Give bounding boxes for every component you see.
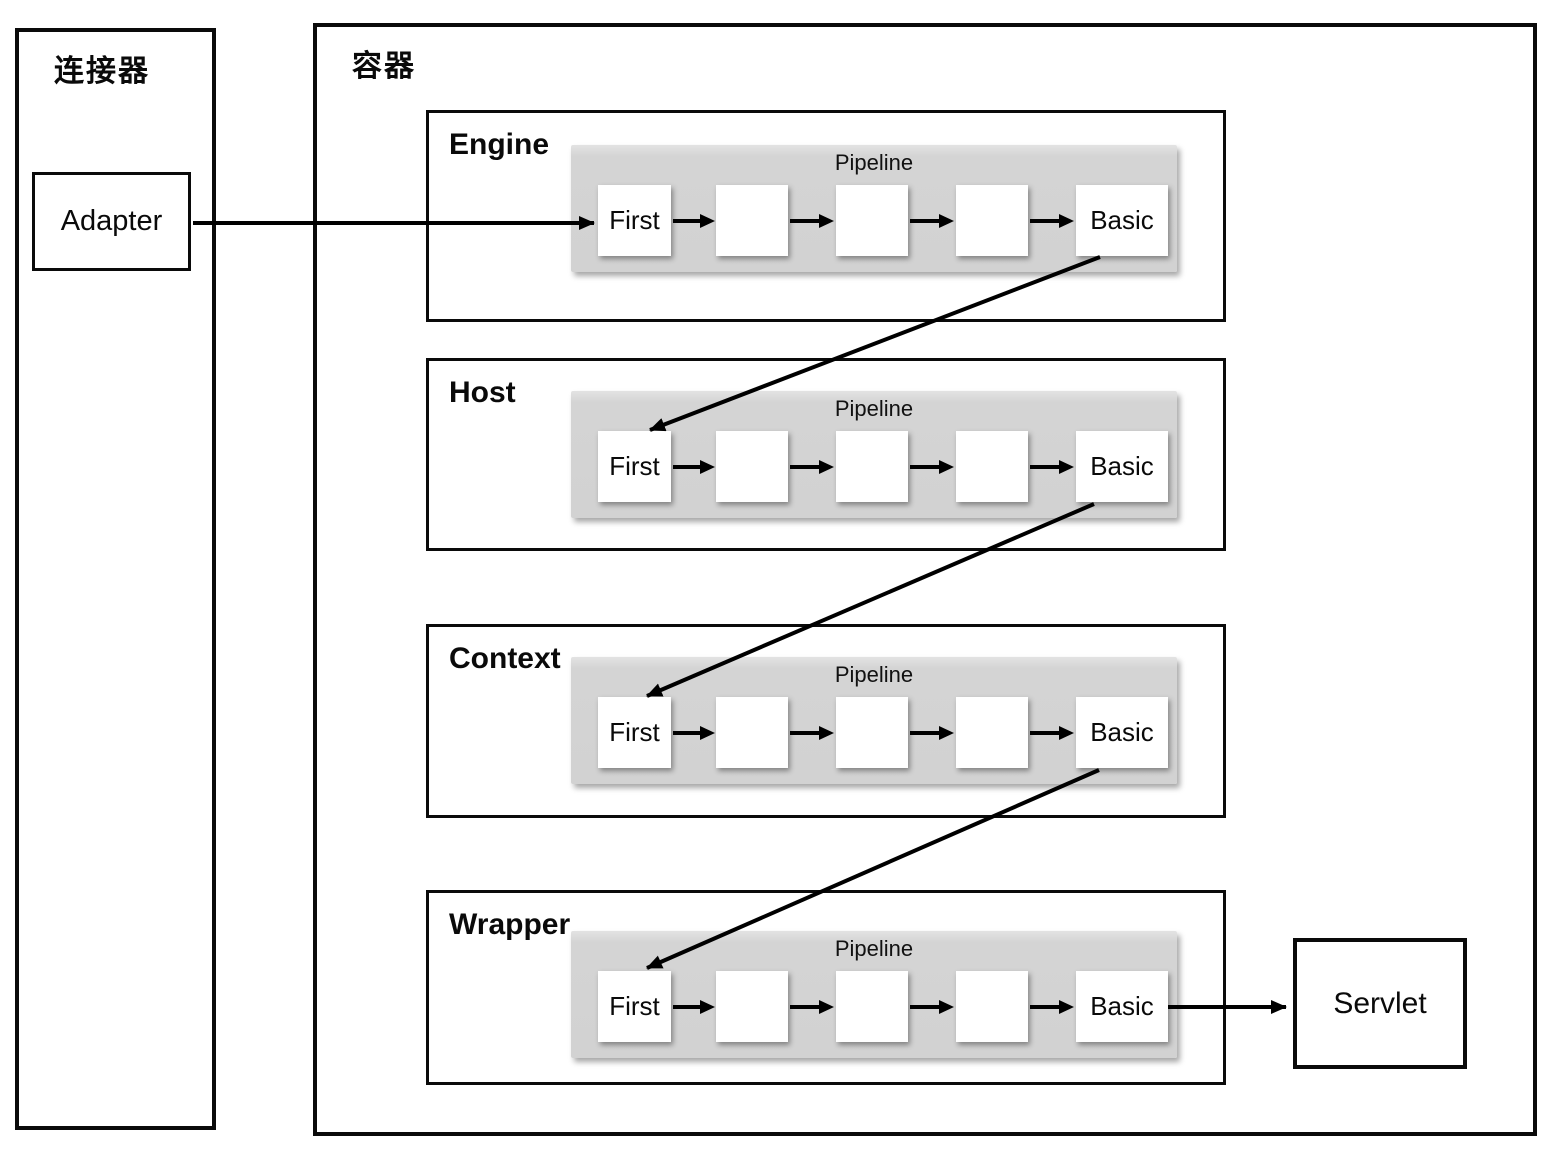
- valve-first: First: [598, 185, 671, 256]
- valve-basic: Basic: [1076, 971, 1168, 1042]
- valve-arrow: [673, 1000, 715, 1014]
- valve-first: First: [598, 431, 671, 502]
- pipeline-label: Pipeline: [834, 396, 914, 421]
- engine-box: Engine Pipeline First Basic: [426, 110, 1226, 322]
- valve-basic-label: Basic: [1090, 451, 1154, 481]
- valve-empty: [836, 431, 908, 502]
- valve-empty: [716, 185, 788, 256]
- valve-arrow: [1030, 726, 1074, 740]
- valve-basic-label: Basic: [1090, 717, 1154, 747]
- valve-arrow: [910, 726, 954, 740]
- valve-arrow: [790, 214, 834, 228]
- host-label: Host: [449, 376, 516, 409]
- valve-arrow: [1030, 214, 1074, 228]
- connector-label: 连接器: [54, 55, 150, 88]
- valve-first-label: First: [609, 991, 660, 1021]
- valve-basic-label: Basic: [1090, 991, 1154, 1021]
- pipeline-label: Pipeline: [834, 936, 914, 961]
- valve-arrow: [910, 460, 954, 474]
- wrapper-box: Wrapper Pipeline First Basic: [426, 890, 1226, 1085]
- host-box: Host Pipeline First Basic: [426, 358, 1226, 551]
- valve-empty: [956, 971, 1028, 1042]
- engine-pipeline-panel: Pipeline First Basic: [571, 145, 1177, 272]
- adapter-label: Adapter: [60, 205, 163, 237]
- valve-arrow: [790, 460, 834, 474]
- valve-basic: Basic: [1076, 185, 1168, 256]
- valve-arrow: [673, 726, 715, 740]
- valve-arrow: [673, 460, 715, 474]
- valve-empty: [716, 431, 788, 502]
- valve-arrow: [790, 726, 834, 740]
- valve-arrow: [910, 1000, 954, 1014]
- valve-basic-label: Basic: [1090, 205, 1154, 235]
- valve-empty: [956, 185, 1028, 256]
- servlet-label: Servlet: [1333, 986, 1427, 1020]
- valve-arrow: [673, 214, 715, 228]
- valve-first: First: [598, 971, 671, 1042]
- context-label: Context: [449, 642, 561, 675]
- valve-empty: [836, 971, 908, 1042]
- valve-arrow: [1030, 460, 1074, 474]
- valve-empty: [956, 431, 1028, 502]
- wrapper-pipeline-panel: Pipeline First Basic: [571, 931, 1177, 1058]
- valve-empty: [716, 971, 788, 1042]
- valve-empty: [836, 697, 908, 768]
- valve-empty: [956, 697, 1028, 768]
- pipeline-label: Pipeline: [834, 150, 914, 175]
- valve-first-label: First: [609, 451, 660, 481]
- valve-basic: Basic: [1076, 431, 1168, 502]
- valve-empty: [716, 697, 788, 768]
- adapter-box: Adapter: [32, 172, 191, 271]
- context-box: Context Pipeline First Basic: [426, 624, 1226, 818]
- valve-arrow: [1030, 1000, 1074, 1014]
- valve-empty: [836, 185, 908, 256]
- wrapper-label: Wrapper: [449, 908, 571, 941]
- valve-arrow: [910, 214, 954, 228]
- container-label: 容器: [352, 50, 416, 83]
- context-pipeline-panel: Pipeline First Basic: [571, 657, 1177, 784]
- pipeline-label: Pipeline: [834, 662, 914, 687]
- valve-basic: Basic: [1076, 697, 1168, 768]
- valve-arrow: [790, 1000, 834, 1014]
- engine-label: Engine: [449, 128, 550, 161]
- host-pipeline-panel: Pipeline First Basic: [571, 391, 1177, 518]
- servlet-box: Servlet: [1293, 938, 1467, 1069]
- valve-first-label: First: [609, 205, 660, 235]
- valve-first-label: First: [609, 717, 660, 747]
- valve-first: First: [598, 697, 671, 768]
